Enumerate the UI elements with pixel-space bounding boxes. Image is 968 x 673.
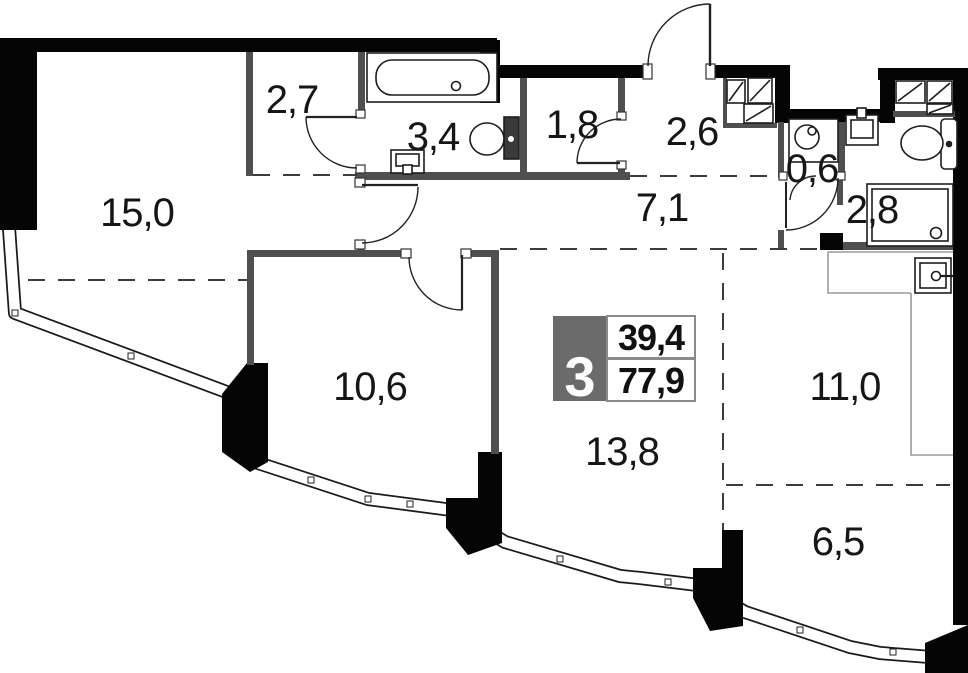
room-label-11-0: 11,0	[810, 365, 881, 409]
room-labels: 2,7 3,4 1,8 2,6 0,6 2,8 15,0 7,1 10,6 13…	[100, 78, 899, 564]
door-bathroom-3-4	[305, 115, 358, 169]
exterior-walls	[0, 38, 968, 673]
room-label-3-4: 3,4	[407, 115, 460, 159]
toilet-icon	[469, 116, 520, 160]
room-label-15-0: 15,0	[100, 191, 174, 235]
washbasin-icon	[845, 107, 879, 146]
facade-pier	[693, 530, 743, 631]
wall-post	[820, 233, 843, 250]
window-glazing-band	[2, 227, 931, 664]
room-label-2-8: 2,8	[846, 188, 899, 232]
wardrobe-icon	[895, 80, 954, 115]
room-label-2-6: 2,6	[666, 110, 719, 154]
bathtub-icon	[366, 52, 498, 103]
room-label-13-8: 13,8	[585, 430, 659, 474]
facade-pier	[446, 452, 502, 555]
badge-total-area: 77,9	[618, 360, 684, 401]
kitchen-counter	[827, 251, 953, 456]
shower-icon	[866, 183, 954, 247]
door-room-15-0	[361, 183, 419, 244]
door-posts	[354, 63, 846, 259]
room-label-0-6: 0,6	[786, 147, 839, 191]
facade-pier	[222, 363, 268, 472]
door-closet-0-6	[785, 175, 839, 231]
entrance-door	[647, 3, 712, 67]
room-label-10-6: 10,6	[333, 365, 407, 409]
apartment-badge: 3 39,4 77,9	[553, 315, 696, 408]
badge-rooms-count: 3	[564, 345, 595, 408]
door-swings	[305, 3, 839, 311]
room-label-1-8: 1,8	[546, 103, 599, 147]
door-room-1-8	[576, 118, 622, 165]
room-label-7-1: 7,1	[636, 186, 689, 230]
window-mullion-ticks	[11, 309, 897, 656]
badge-living-area: 39,4	[618, 317, 685, 358]
toilet-icon	[900, 118, 958, 170]
door-room-10-6	[408, 255, 464, 311]
wardrobe-icon	[726, 77, 774, 124]
washbasin-icon	[390, 149, 425, 175]
kitchen-sink-icon	[914, 257, 953, 294]
room-label-2-7: 2,7	[266, 78, 319, 122]
dashed-boundaries	[28, 174, 950, 530]
room-label-6-5: 6,5	[812, 520, 865, 564]
washing-machine-icon	[788, 118, 839, 163]
fixtures	[366, 52, 958, 456]
